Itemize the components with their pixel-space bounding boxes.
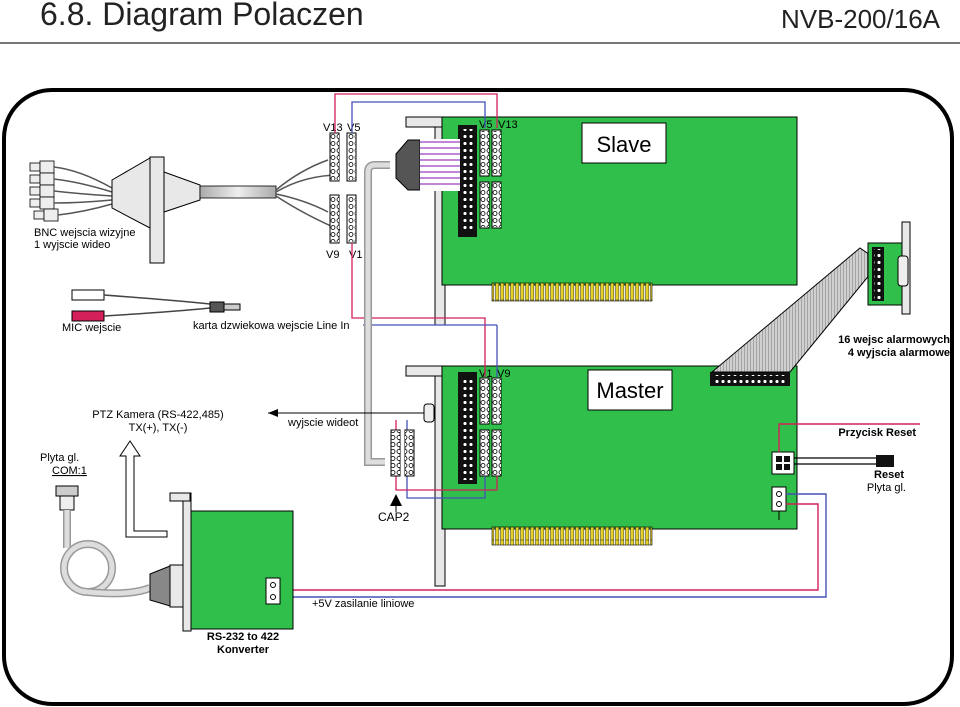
slave-video-ribbon bbox=[364, 139, 460, 466]
mainboard-label-line1: Plyta gl. bbox=[40, 452, 79, 464]
ptz-arrow bbox=[119, 440, 168, 538]
v5-left-label: V5 bbox=[347, 122, 360, 134]
reset-label-line1: Reset bbox=[874, 469, 904, 481]
v13-left-label: V13 bbox=[323, 122, 343, 134]
bnc-label-line1: BNC wejscia wizyjne bbox=[34, 227, 135, 239]
left-jumper-blocks bbox=[329, 132, 357, 244]
mic-label: MIC wejscie bbox=[62, 322, 121, 334]
master-board bbox=[405, 365, 798, 587]
reset-label-line2: Plyta gl. bbox=[867, 482, 906, 494]
title-divider bbox=[0, 42, 960, 44]
v5-slave-label: V5 bbox=[479, 119, 492, 131]
reset-button-label: Przycisk Reset bbox=[838, 427, 916, 439]
alarm-label-line2: 4 wyjscia alarmowe bbox=[848, 347, 950, 359]
diagram-frame bbox=[2, 88, 954, 706]
ptz-label-line1: PTZ Kamera (RS-422,485) bbox=[92, 409, 223, 421]
v9-master-label: V9 bbox=[497, 368, 510, 380]
video-out-label: wyjscie wideot bbox=[287, 417, 358, 429]
v1-master-label: V1 bbox=[479, 368, 492, 380]
bnc-label-line2: 1 wyjscie wideo bbox=[34, 239, 110, 251]
slave-label: Slave bbox=[596, 132, 651, 157]
sound-card-label: karta dzwiekowa wejscie Line In bbox=[193, 320, 350, 332]
slave-board bbox=[405, 116, 798, 326]
mainboard-label-line2: COM:1 bbox=[52, 465, 87, 477]
power-label: +5V zasilanie liniowe bbox=[312, 598, 414, 610]
converter-label-line1: RS-232 to 422 bbox=[207, 631, 279, 643]
cap2-label: CAP2 bbox=[378, 510, 410, 524]
v13-slave-label: V13 bbox=[498, 119, 518, 131]
converter-board bbox=[169, 492, 294, 632]
converter-label-line2: Konverter bbox=[217, 644, 270, 656]
model-code: NVB-200/16A bbox=[781, 4, 940, 34]
ptz-label-line2: TX(+), TX(-) bbox=[129, 422, 188, 434]
bnc-harness bbox=[29, 156, 341, 264]
v1-left-label: V1 bbox=[349, 249, 362, 261]
v9-left-label: V9 bbox=[326, 249, 339, 261]
reset-wiring bbox=[287, 423, 920, 598]
cap2-jumpers bbox=[390, 429, 415, 512]
audio-cables bbox=[71, 289, 241, 322]
alarm-ribbon bbox=[710, 221, 911, 373]
alarm-label-line1: 16 wejsc alarmowych bbox=[838, 334, 950, 346]
master-label: Master bbox=[596, 378, 663, 403]
page-title: 6.8. Diagram Polaczen bbox=[40, 0, 364, 32]
com1-cable bbox=[55, 485, 185, 608]
video-out-connector bbox=[268, 403, 435, 423]
